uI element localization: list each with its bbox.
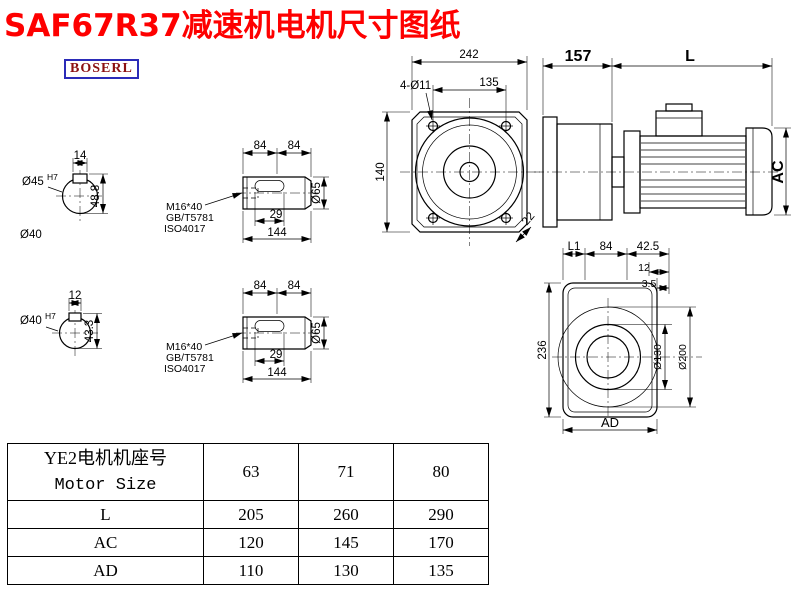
terminal-box [655,110,703,137]
value-L-71: 260 [298,500,394,529]
shaft-side-1-keyslot [254,180,285,192]
shaft-end-2-dimension-lines [45,298,102,349]
drawing-motor-side-view: 157 L AC [534,48,791,228]
value-AC-71: 145 [298,528,394,557]
shaft-end-1-dimension-lines [47,158,108,214]
brand-logo: BOSERL [64,59,139,79]
dim-total-height-2: 43.3 [84,320,96,342]
table-row-AD: AD 110 130 135 [7,556,489,585]
dim-motor-length: L [685,48,695,65]
drawing-shaft-side-2: 84 84 M16*40 GB/T5781 ISO4017 29 144 Ø65 [164,280,329,383]
value-L-80: 290 [393,500,489,529]
row-label-AD: AD [7,556,204,585]
label-hole-note: 4-Ø11 [400,80,431,92]
shaft-side-2-keyslot [254,320,285,332]
page-title: SAF67R37减速机电机尺寸图纸 [4,8,461,44]
dim-overall-height: 140 [375,162,387,181]
header-motor-size-cn: YE2电机机座号 [44,448,167,468]
table-row-AC: AC 120 145 170 [7,528,489,557]
motor-cooling-fins [641,142,745,202]
frame-size-71: 71 [298,443,394,501]
row-label-L: L [7,500,204,529]
value-AD-63: 110 [203,556,299,585]
value-AD-80: 135 [393,556,489,585]
label-thread-1: M16*40 [166,201,202,213]
dim-gear-length: 157 [565,48,592,65]
dim-key-width-1: 14 [74,150,87,162]
dim-total-height-1: 48.8 [90,185,102,207]
shaft-end-1-keyway [72,173,88,184]
dim-shaft-dia-2: Ø65 [311,322,323,344]
frame-size-80: 80 [393,443,489,501]
dim-total-length-2: 144 [267,367,287,379]
output-view-dimension-lines [544,248,696,434]
dim-motor-height: AC [770,160,787,184]
dim-l1: L1 [568,241,581,253]
dim-84: 84 [600,241,613,253]
table-row-L: L 205 260 290 [7,500,489,529]
header-motor-size-cell: YE2电机机座号 Motor Size [7,443,204,501]
output-shaft-bore [586,335,630,379]
value-L-63: 205 [203,500,299,529]
output-housing [562,282,658,418]
dim-len-b-1: 84 [288,140,301,152]
value-AC-63: 120 [203,528,299,557]
dim-len-a-2: 84 [254,280,267,292]
dim-bore-tol-1: H7 [47,172,58,182]
dim-dia-below-1: Ø40 [20,229,42,241]
dim-key-length-2: 29 [270,349,283,361]
drawing-shaft-side-1: 84 84 M16*40 GB/T5781 ISO4017 29 144 Ø65 [164,140,329,243]
value-AC-80: 170 [393,528,489,557]
technical-drawing: 14 48.8 Ø45 H7 Ø40 12 43.3 Ø40 [20,48,791,434]
header-motor-size-en: Motor Size [54,476,157,495]
shaft-side-1-dimension-lines [204,148,329,243]
dim-3-5: 3.5 [642,278,657,290]
dim-12: 12 [638,262,650,274]
motor-size-table: YE2电机机座号 Motor Size 63 71 80 L 205 260 2… [7,443,489,585]
dim-width-ad: AD [601,415,619,430]
front-flange-circle [414,117,525,227]
fan-cowl [745,127,773,216]
frame-size-63: 63 [203,443,299,501]
dim-key-length-1: 29 [270,209,283,221]
motor-view-dimension-lines [542,58,791,216]
dim-len-a-1: 84 [254,140,267,152]
dim-bore-tol-2: H7 [45,311,56,321]
front-view-dimension-lines [382,56,532,243]
shaft-side-2-dimension-lines [204,288,329,383]
row-label-AC: AC [7,528,204,557]
drawing-shaft-end-1: 14 48.8 Ø45 H7 Ø40 [20,150,108,241]
label-standard1-1: GB/T5781 [166,212,214,224]
dim-dia-130: Ø130 [652,344,664,370]
terminal-box-cap [665,103,693,112]
dim-bore-dia-2: Ø40 [20,315,42,327]
dim-42-5: 42.5 [637,241,659,253]
drawing-front-view: 242 135 4-Ø11 140 22 [375,49,540,246]
dim-bore-dia-1: Ø45 [22,176,44,188]
dim-hole-spacing: 135 [479,77,498,89]
table-row-header: YE2电机机座号 Motor Size 63 71 80 [7,443,489,501]
value-AD-71: 130 [298,556,394,585]
shaft-end-2-keyway [68,312,82,322]
label-standard2-1: ISO4017 [164,223,206,235]
label-standard1-2: GB/T5781 [166,352,214,364]
front-bolt-holes [426,119,513,225]
front-shaft-bore [459,161,480,183]
label-standard2-2: ISO4017 [164,363,206,375]
dim-overall-width: 242 [459,49,478,61]
dim-len-b-2: 84 [288,280,301,292]
dim-total-length-1: 144 [267,227,287,239]
dim-height-236: 236 [537,340,549,359]
dim-shaft-dia-1: Ø65 [311,182,323,204]
dim-corner: 22 [520,210,537,228]
dim-dia-200: Ø200 [677,344,689,370]
drawing-output-side-view: L1 84 42.5 12 3.5 236 Ø130 Ø200 AD [537,241,702,434]
drawing-shaft-end-2: 12 43.3 Ø40 H7 [20,290,102,356]
dim-key-width-2: 12 [69,290,82,302]
label-thread-2: M16*40 [166,341,202,353]
